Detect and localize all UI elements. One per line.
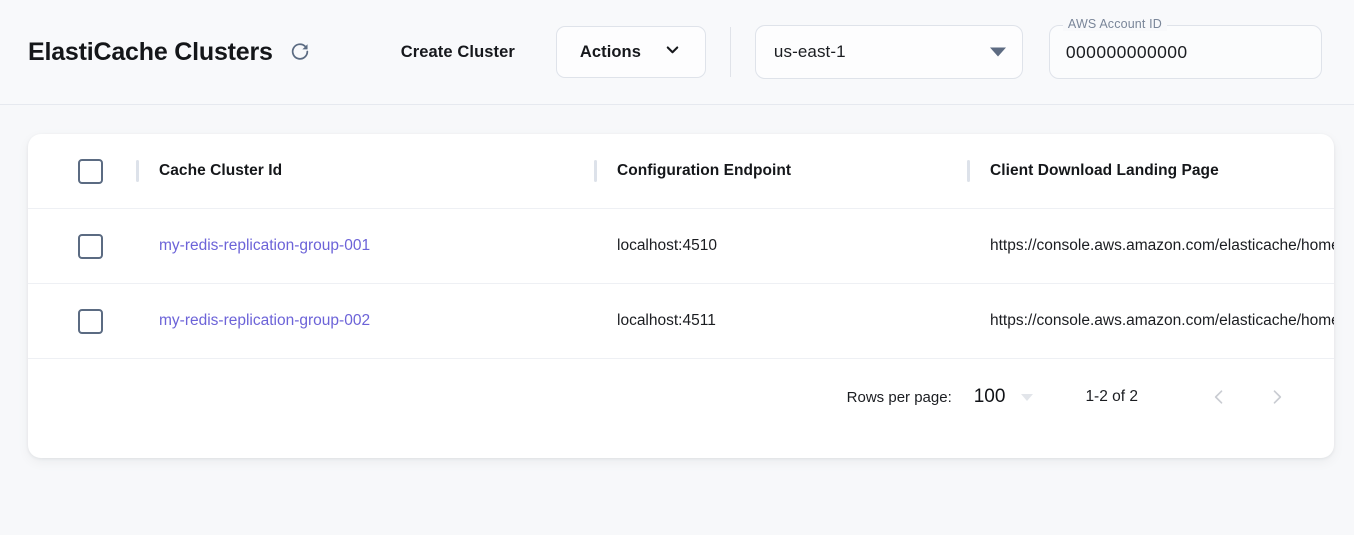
- triangle-down-icon: [989, 47, 1006, 57]
- clusters-table-card: Cache Cluster Id Configuration Endpoint …: [28, 134, 1334, 458]
- actions-button[interactable]: Actions: [555, 26, 706, 78]
- chevron-right-icon: [1267, 387, 1287, 407]
- column-header-client-download-landing-page[interactable]: Client Download Landing Page: [990, 162, 1219, 179]
- header-divider: [729, 27, 731, 77]
- app-header: ElastiCache Clusters Create Cluster Acti…: [0, 0, 1354, 105]
- region-select-value: us-east-1: [773, 42, 846, 61]
- aws-account-id-field[interactable]: AWS Account ID 000000000000: [1048, 17, 1322, 79]
- cell-client-download-landing-page: https://console.aws.amazon.com/elasticac…: [990, 312, 1334, 329]
- table-header-row: Cache Cluster Id Configuration Endpoint …: [28, 134, 1334, 209]
- select-all-checkbox[interactable]: [78, 158, 103, 184]
- cell-cache-cluster-id: my-redis-replication-group-002: [139, 312, 594, 330]
- select-all-cell: [28, 158, 136, 184]
- column-separator: [594, 160, 597, 182]
- next-page-button[interactable]: [1256, 376, 1298, 418]
- cell-configuration-endpoint: localhost:4511: [617, 312, 716, 329]
- row-checkbox[interactable]: [78, 308, 103, 334]
- rows-per-page-label: Rows per page:: [846, 388, 952, 406]
- page-title: ElastiCache Clusters: [28, 37, 273, 66]
- aws-account-id-label: AWS Account ID: [1062, 17, 1167, 31]
- cell-client-download-landing-page: https://console.aws.amazon.com/elasticac…: [990, 237, 1334, 254]
- cell-configuration-endpoint: localhost:4510: [617, 237, 717, 254]
- refresh-button[interactable]: [283, 35, 317, 69]
- region-select[interactable]: us-east-1: [754, 25, 1023, 79]
- rows-per-page-value: 100: [973, 386, 1006, 407]
- cell-cache-cluster-id: my-redis-replication-group-001: [139, 237, 594, 255]
- row-checkbox[interactable]: [78, 233, 103, 259]
- pagination-range: 1-2 of 2: [1085, 388, 1138, 405]
- row-select-cell: [28, 233, 136, 259]
- rows-per-page-select[interactable]: 100: [974, 386, 1034, 408]
- column-separator: [967, 160, 970, 182]
- chevron-down-icon: [663, 40, 682, 64]
- chevron-down-icon: [1021, 393, 1034, 401]
- clusters-table: Cache Cluster Id Configuration Endpoint …: [28, 134, 1334, 435]
- column-header-configuration-endpoint[interactable]: Configuration Endpoint: [617, 162, 792, 179]
- aws-account-id-value: 000000000000: [1065, 41, 1188, 62]
- cluster-id-link[interactable]: my-redis-replication-group-001: [159, 237, 371, 254]
- refresh-icon: [289, 41, 311, 63]
- actions-button-label: Actions: [579, 42, 642, 61]
- table-pagination: Rows per page: 100 1-2 of 2: [28, 359, 1334, 435]
- previous-page-button[interactable]: [1198, 376, 1240, 418]
- row-select-cell: [28, 308, 136, 334]
- table-row[interactable]: my-redis-replication-group-001 localhost…: [28, 209, 1334, 284]
- column-separator: [136, 160, 139, 182]
- create-cluster-button[interactable]: Create Cluster: [395, 35, 521, 70]
- column-header-cache-cluster-id[interactable]: Cache Cluster Id: [159, 162, 283, 179]
- cluster-id-link[interactable]: my-redis-replication-group-002: [159, 312, 371, 329]
- table-row[interactable]: my-redis-replication-group-002 localhost…: [28, 284, 1334, 359]
- chevron-left-icon: [1209, 387, 1229, 407]
